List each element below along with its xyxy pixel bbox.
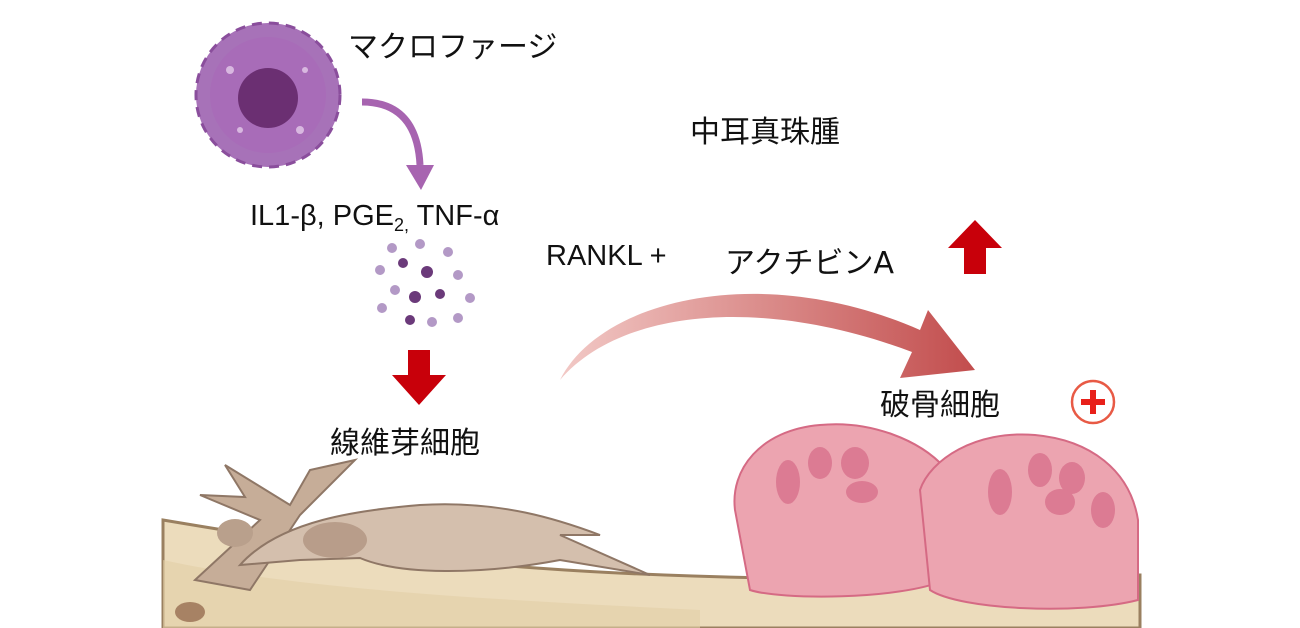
- curved-arrow-to-osteoclast: [560, 293, 975, 380]
- osteoclast-cells: [733, 423, 1139, 610]
- activin-label: アクチビンA: [725, 246, 895, 281]
- cytokines-label: IL1-β, PGE2, TNF-α: [250, 200, 499, 236]
- cholesteatoma-label: 中耳真珠腫: [690, 115, 840, 150]
- fibroblast-label: 線維芽細胞: [330, 426, 480, 461]
- osteoclast-label: 破骨細胞: [880, 388, 1000, 423]
- pge-subscript: 2,: [394, 215, 410, 235]
- up-arrow-icon: [948, 220, 1002, 274]
- cytokine-particles: [375, 239, 475, 327]
- macrophage-label: マクロファージ: [348, 30, 558, 65]
- tnf-text: TNF-α: [409, 200, 500, 232]
- increase-plus-icon: [1070, 379, 1116, 425]
- il1b-text: IL1-β,: [250, 200, 333, 232]
- pge-text: PGE: [332, 200, 395, 232]
- macrophage-to-cytokine-arrow: [361, 98, 434, 190]
- macrophage-cell: [194, 21, 342, 169]
- rankl-label: RANKL +: [546, 240, 667, 272]
- fibroblast-cells: [192, 458, 651, 592]
- down-arrow-icon: [392, 350, 446, 405]
